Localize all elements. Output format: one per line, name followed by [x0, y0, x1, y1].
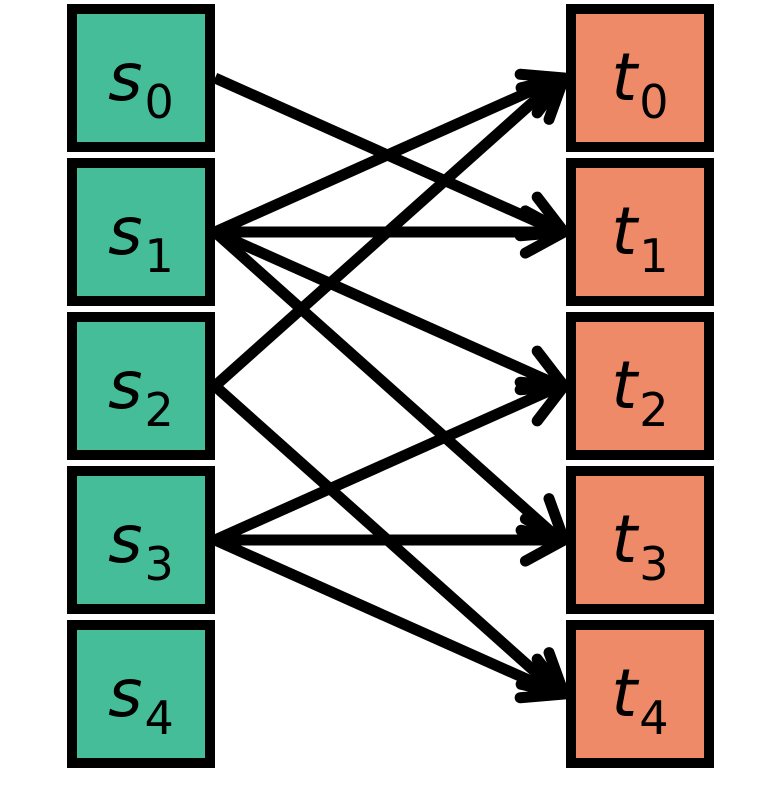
- source-label: s0: [108, 45, 174, 126]
- node-variable: s: [108, 347, 143, 424]
- node-variable: s: [108, 193, 143, 270]
- source-label: s2: [108, 353, 174, 434]
- node-subscript: 0: [144, 75, 174, 129]
- node-subscript: 4: [639, 691, 669, 745]
- node-subscript: 0: [639, 75, 669, 129]
- arrowhead-icon: [519, 513, 570, 567]
- node-variable: t: [611, 193, 638, 270]
- target-label: t2: [611, 353, 668, 434]
- source-label: s4: [108, 661, 174, 742]
- source-node-1: s1: [67, 158, 215, 306]
- node-subscript: 3: [639, 537, 669, 591]
- edge-line: [211, 227, 564, 545]
- source-node-2: s2: [67, 312, 215, 460]
- edge-s1-t2: [212, 226, 570, 396]
- edge-line: [211, 73, 564, 391]
- edge-line: [212, 380, 563, 546]
- source-label: s3: [108, 507, 174, 588]
- edge-s1-t3: [211, 227, 570, 546]
- target-node-3: t3: [566, 466, 714, 614]
- target-node-4: t4: [566, 620, 714, 768]
- edge-line: [212, 534, 563, 700]
- target-node-0: t0: [566, 4, 714, 152]
- node-subscript: 1: [144, 229, 174, 283]
- source-node-3: s3: [67, 466, 215, 614]
- target-label: t3: [611, 507, 668, 588]
- source-node-4: s4: [67, 620, 215, 768]
- edge-s3-t3: [215, 513, 570, 567]
- node-subscript: 4: [144, 691, 174, 745]
- target-label: t1: [611, 199, 668, 280]
- arrowhead-icon: [519, 205, 570, 259]
- node-variable: s: [108, 39, 143, 116]
- node-variable: t: [611, 39, 638, 116]
- node-subscript: 1: [639, 229, 669, 283]
- edge-s3-t4: [212, 534, 570, 704]
- edge-s2-t0: [211, 72, 570, 391]
- edge-line: [212, 72, 563, 238]
- arrowhead-icon: [515, 72, 570, 125]
- node-variable: s: [108, 501, 143, 578]
- node-variable: t: [611, 347, 638, 424]
- node-variable: t: [611, 655, 638, 732]
- source-node-0: s0: [67, 4, 215, 152]
- target-node-2: t2: [566, 312, 714, 460]
- node-subscript: 2: [639, 383, 669, 437]
- arrowhead-icon: [514, 376, 570, 427]
- node-variable: t: [611, 501, 638, 578]
- node-variable: s: [108, 655, 143, 732]
- target-label: t4: [611, 661, 668, 742]
- edge-line: [212, 226, 563, 392]
- node-subscript: 2: [144, 383, 174, 437]
- source-label: s1: [108, 199, 174, 280]
- node-subscript: 3: [144, 537, 174, 591]
- arrowhead-icon: [514, 653, 570, 704]
- target-label: t0: [611, 45, 668, 126]
- edge-s3-t2: [212, 376, 570, 546]
- target-node-1: t1: [566, 158, 714, 306]
